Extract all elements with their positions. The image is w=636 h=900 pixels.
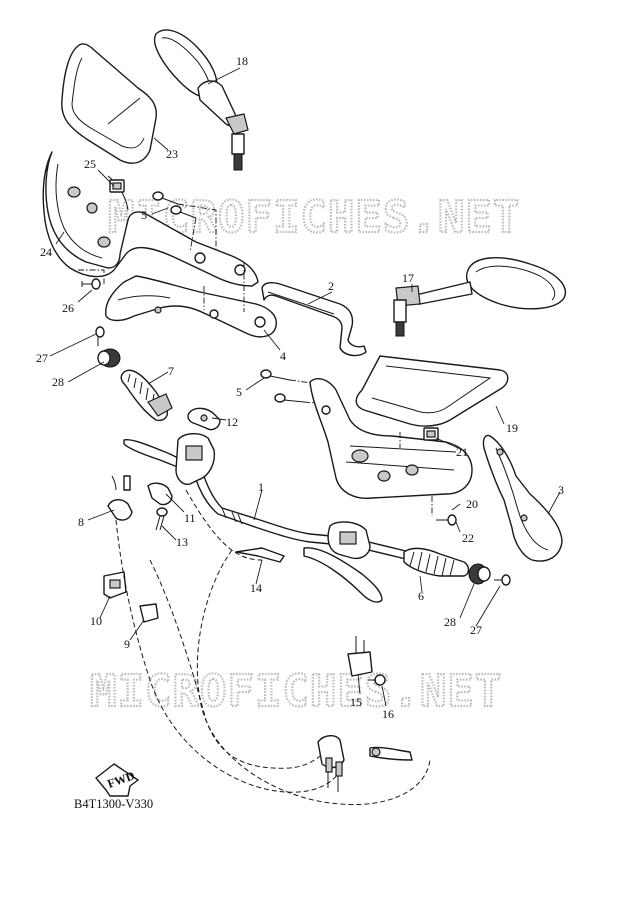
part-11-clamp	[147, 482, 173, 506]
part-8-cable-holder	[107, 475, 133, 521]
callout-2: 2	[328, 279, 334, 293]
callout-8: 8	[78, 515, 84, 529]
callout-13: 13	[176, 535, 188, 549]
part-28-grip-end-left	[97, 348, 121, 368]
callout-12: 12	[226, 415, 238, 429]
callout-19: 19	[506, 421, 518, 435]
callout-14: 14	[250, 581, 262, 595]
part-4-hand-guard-lower	[105, 262, 277, 338]
callout-21: 21	[456, 445, 468, 459]
part-27-screw-left	[95, 326, 105, 346]
part-20-hand-guard-bracket-right	[309, 378, 473, 516]
part-9-clip	[139, 603, 159, 623]
part-27-screw-right	[494, 574, 511, 586]
part-19-hand-guard-shield-right	[355, 355, 509, 427]
callout-23: 23	[166, 147, 178, 161]
leader-lines	[49, 67, 561, 707]
callout-27-right: 27	[470, 623, 482, 637]
left-lever-assembly	[123, 433, 216, 485]
callout-3: 3	[558, 483, 564, 497]
callout-16: 16	[382, 707, 394, 721]
callout-27-left: 27	[36, 351, 48, 365]
part-18-mirror-left	[153, 29, 249, 171]
callout-28-left: 28	[52, 375, 64, 389]
part-26-bolt	[78, 269, 105, 290]
part-28-grip-end-right	[468, 563, 491, 585]
part-10-clip	[103, 571, 127, 599]
callout-20: 20	[466, 497, 478, 511]
callout-10: 10	[90, 614, 102, 628]
callout-numbers: 18 23 25 5 24 26 2 17 4 27 7 28 5 19 12 …	[36, 54, 564, 721]
part-21-nut-clip	[423, 427, 439, 441]
callout-11: 11	[184, 511, 196, 525]
part-25-nut-clip	[109, 179, 125, 193]
part-12-holder	[187, 407, 221, 431]
callout-9: 9	[124, 637, 130, 651]
callout-25: 25	[84, 157, 96, 171]
part-16-bolt	[368, 674, 386, 686]
throttle-cables	[115, 489, 431, 806]
fwd-arrow-icon: FWD	[95, 763, 139, 797]
callout-5-upper: 5	[141, 208, 147, 222]
part-17-mirror-right	[393, 257, 567, 337]
part-22-bolt	[436, 514, 457, 526]
part-2-guard-bar	[261, 282, 367, 357]
callout-17: 17	[402, 271, 414, 285]
part-13-screw	[155, 507, 168, 531]
callout-18: 18	[236, 54, 248, 68]
callout-5-right: 5	[236, 385, 242, 399]
diagram-code: B4T1300-V330	[74, 797, 154, 811]
part-23-hand-guard-shield-left	[61, 43, 157, 164]
callout-26: 26	[62, 301, 74, 315]
callout-22: 22	[462, 531, 474, 545]
part-24-hand-guard-bracket-left	[42, 151, 259, 287]
callout-6: 6	[418, 589, 424, 603]
part-15-bracket	[347, 636, 373, 677]
throttle-cable-ends	[317, 735, 413, 792]
right-switch-assembly	[303, 521, 383, 603]
callout-7: 7	[168, 364, 174, 378]
callout-28-right: 28	[444, 615, 456, 629]
part-6-grip-right	[403, 547, 470, 577]
callout-4: 4	[280, 349, 286, 363]
part-5-bolts-right	[260, 369, 327, 405]
part-5-bolts-upper	[152, 191, 217, 253]
callout-1: 1	[258, 480, 264, 494]
callout-24: 24	[40, 245, 52, 259]
callout-15: 15	[350, 695, 362, 709]
part-7-grip-left	[120, 369, 173, 422]
part-3-hand-guard-lower-right	[482, 434, 563, 562]
watermark-bottom: MICROFICHES.NET	[90, 666, 502, 717]
